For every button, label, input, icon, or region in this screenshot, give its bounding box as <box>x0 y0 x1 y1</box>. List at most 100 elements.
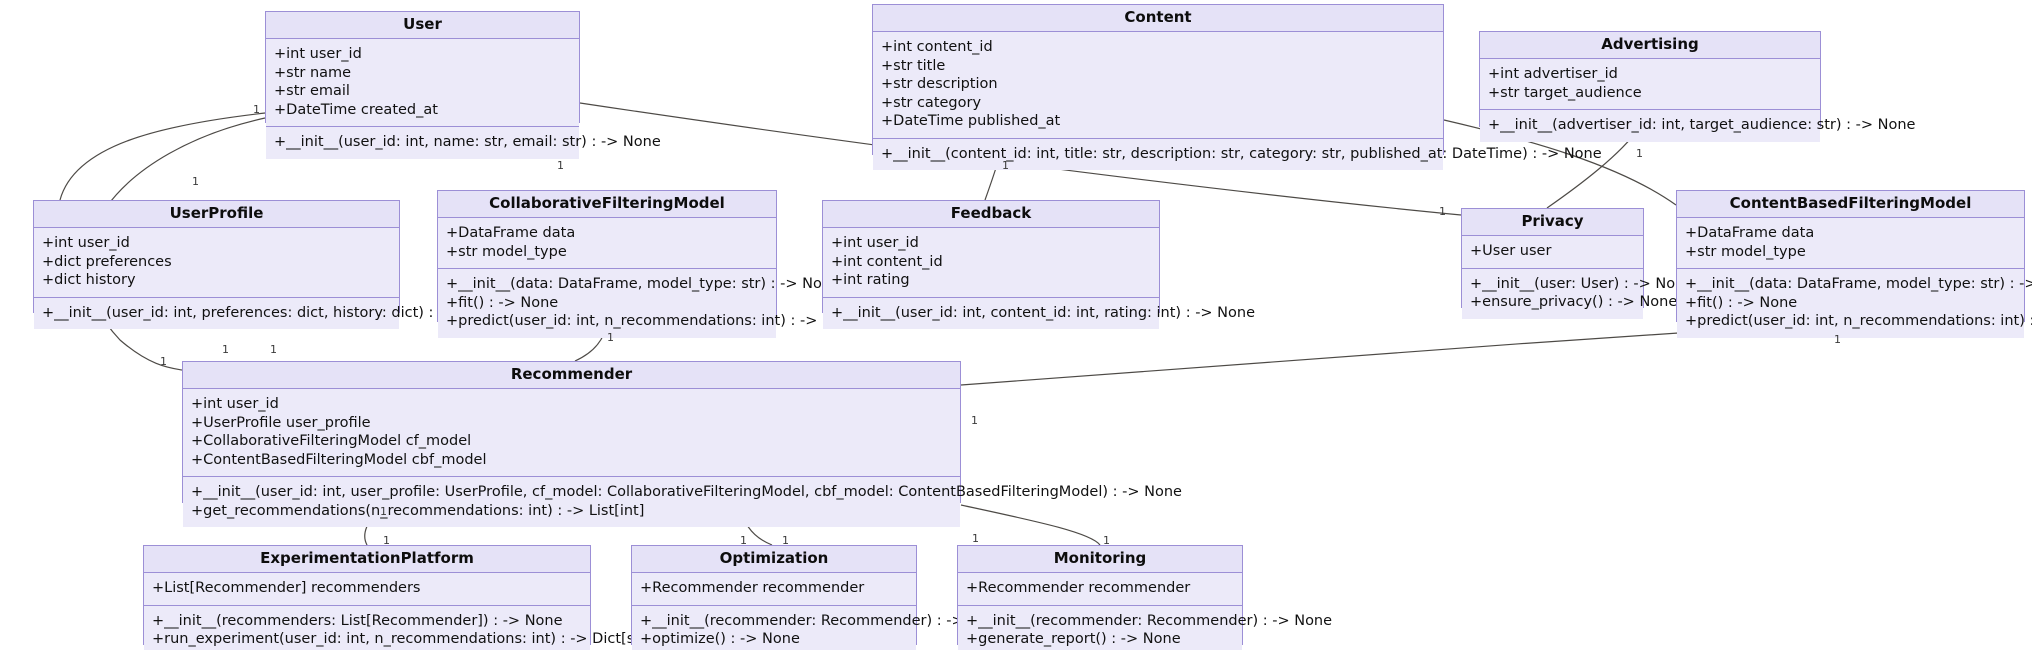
uml-attribute: +str target_audience <box>1488 84 1642 101</box>
uml-method: +__init__(user_id: int, user_profile: Us… <box>191 484 1182 501</box>
uml-attribute: +str category <box>881 94 982 111</box>
uml-class-name-advertising: Advertising <box>1480 32 1820 59</box>
uml-method: +__init__(content_id: int, title: str, d… <box>881 145 1602 162</box>
uml-method: +__init__(user_id: int, content_id: int,… <box>831 304 1256 321</box>
uml-attribute: +UserProfile user_profile <box>191 414 371 431</box>
uml-attribute: +str name <box>274 64 352 81</box>
multiplicity-label: 1 <box>192 175 199 188</box>
uml-attribute: +List[Recommender] recommenders <box>152 580 421 596</box>
uml-methods-content: +__init__(content_id: int, title: str, d… <box>873 137 1602 171</box>
multiplicity-label: 1 <box>1002 159 1009 172</box>
uml-method: +__init__(user_id: int, name: str, email… <box>274 134 661 151</box>
multiplicity-label: 1 <box>1439 205 1446 218</box>
uml-methods-optimization: +__init__(recommender: Recommender) : ->… <box>632 604 1007 650</box>
uml-attribute: +int user_id <box>831 235 919 251</box>
uml-attribute: +str model_type <box>446 243 567 260</box>
uml-methods-advertising: +__init__(advertiser_id: int, target_aud… <box>1480 109 1916 142</box>
uml-class-feedback[interactable]: Feedback+int user_id+int content_id+int … <box>822 200 1255 330</box>
uml-attributes-recommender: +int user_id+UserProfile user_profile+Co… <box>183 389 960 477</box>
uml-attribute: +dict preferences <box>42 253 172 270</box>
uml-method: +fit() : -> None <box>446 294 559 311</box>
edge-recommender-monitoring <box>960 504 1101 546</box>
uml-method: +__init__(advertiser_id: int, target_aud… <box>1488 117 1916 134</box>
multiplicity-label: 1 <box>782 534 789 547</box>
uml-attributes-experimentationplatform: +List[Recommender] recommenders <box>144 573 590 605</box>
uml-class-name-content: Content <box>873 5 1443 32</box>
uml-methods-monitoring: +__init__(recommender: Recommender) : ->… <box>958 604 1333 650</box>
uml-attributes-feedback: +int user_id+int content_id+int rating <box>823 228 1159 297</box>
uml-class-name-cbfmodel: ContentBasedFilteringModel <box>1677 191 2024 218</box>
multiplicity-label: 1 <box>607 331 614 344</box>
uml-attribute: +DateTime created_at <box>274 101 438 118</box>
multiplicity-label: 1 <box>1636 147 1643 160</box>
uml-method: +__init__(data: DataFrame, model_type: s… <box>1685 276 2032 293</box>
uml-method: +generate_report() : -> None <box>966 631 1181 648</box>
uml-attribute: +int user_id <box>42 235 130 251</box>
uml-attribute: +DataFrame data <box>1685 225 1815 241</box>
uml-method: +optimize() : -> None <box>640 631 800 648</box>
uml-attribute: +dict history <box>42 272 136 289</box>
uml-method: +__init__(recommenders: List[Recommender… <box>152 612 563 629</box>
uml-attributes-optimization: +Recommender recommender <box>632 573 916 605</box>
uml-attribute: +str email <box>274 83 350 100</box>
uml-class-userprofile[interactable]: UserProfile +int user_id +dict preferences… <box>33 200 498 330</box>
multiplicity-label: 1 <box>383 534 390 547</box>
uml-class-optimization[interactable]: Optimization+Recommender recommender+__i… <box>631 545 1006 650</box>
uml-method: +predict(user_id: int, n_recommendations… <box>446 313 878 330</box>
uml-method: +__init__(recommender: Recommender) : ->… <box>966 612 1333 629</box>
uml-method: +__init__(data: DataFrame, model_type: s… <box>446 276 840 293</box>
uml-methods-userprofile: +__init__(user_id: int, preferences: dic… <box>34 296 498 330</box>
uml-attribute: +str title <box>881 57 946 74</box>
uml-method: +predict(user_id: int, n_recommendations… <box>1685 313 2032 330</box>
uml-method: +__init__(user: User) : -> None <box>1470 275 1694 292</box>
uml-class-name-userprofile: UserProfile <box>34 201 399 228</box>
uml-class-advertising[interactable]: Advertising +int advertiser_id +str target… <box>1479 31 1915 142</box>
uml-attribute: +Recommender recommender <box>966 580 1191 596</box>
uml-attribute: +int content_id <box>881 39 993 55</box>
uml-class-monitoring[interactable]: Monitoring+Recommender recommender+__ini… <box>957 545 1332 650</box>
uml-attribute: +int advertiser_id <box>1488 66 1618 82</box>
uml-class-content[interactable]: Content +int content_id +str title +str des… <box>872 4 1602 171</box>
uml-attribute: +User user <box>1470 243 1552 259</box>
uml-attribute: +str model_type <box>1685 243 1806 260</box>
uml-attributes-privacy: +User user <box>1462 236 1643 268</box>
multiplicity-label: 1 <box>972 532 979 545</box>
uml-class-user[interactable]: User +int user_id +str name +str email+Date… <box>265 11 661 159</box>
uml-methods-cbfmodel: +__init__(data: DataFrame, model_type: s… <box>1677 268 2032 338</box>
uml-methods-user: +__init__(user_id: int, name: str, email… <box>266 126 661 159</box>
uml-methods-experimentationplatform: +__init__(recommenders: List[Recommender… <box>144 604 717 650</box>
uml-method: +run_experiment(user_id: int, n_recommen… <box>152 631 717 648</box>
uml-class-experimentationplatform[interactable]: ExperimentationPlatform +List[Recommender… <box>143 545 716 650</box>
uml-class-name-experimentationplatform: ExperimentationPlatform <box>144 546 590 573</box>
uml-attribute: +DataFrame data <box>446 225 576 241</box>
uml-method: +ensure_privacy() : -> None <box>1470 294 1678 311</box>
uml-class-cbfmodel[interactable]: ContentBasedFilteringModel +DataFrame dat… <box>1676 190 2032 338</box>
uml-attributes-monitoring: +Recommender recommender <box>958 573 1242 605</box>
uml-class-privacy[interactable]: Privacy +User user +__init__(user: User) :… <box>1461 208 1693 319</box>
uml-class-name-cfmodel: CollaborativeFilteringModel <box>438 191 776 218</box>
uml-class-name-feedback: Feedback <box>823 201 1159 228</box>
uml-class-cfmodel[interactable]: CollaborativeFilteringModel+DataFrame da… <box>437 190 878 338</box>
uml-attribute: +str description <box>881 76 998 93</box>
uml-class-name-privacy: Privacy <box>1462 209 1643 236</box>
uml-methods-privacy: +__init__(user: User) : -> None +ensure_p… <box>1462 267 1694 319</box>
uml-class-recommender[interactable]: Recommender+int user_id+UserProfile user… <box>182 361 1182 528</box>
multiplicity-label: 1 <box>380 505 387 518</box>
uml-attribute: +int user_id <box>274 46 362 62</box>
uml-methods-feedback: +__init__(user_id: int, content_id: int,… <box>823 296 1256 330</box>
uml-methods-cfmodel: +__init__(data: DataFrame, model_type: s… <box>438 268 878 338</box>
uml-class-name-user: User <box>266 12 579 39</box>
uml-attribute: +int rating <box>831 272 910 289</box>
uml-method: +__init__(recommender: Recommender) : ->… <box>640 612 1007 629</box>
uml-method: +fit() : -> None <box>1685 294 1798 311</box>
uml-attribute: +ContentBasedFilteringModel cbf_model <box>191 451 487 468</box>
uml-attributes-cfmodel: +DataFrame data +str model_type <box>438 218 776 269</box>
multiplicity-label: 1 <box>971 414 978 427</box>
uml-attributes-advertising: +int advertiser_id +str target_audience <box>1480 59 1820 110</box>
edge-user-userprofile <box>59 112 266 201</box>
uml-attributes-userprofile: +int user_id +dict preferences +dict histo… <box>34 228 399 297</box>
uml-method: +__init__(user_id: int, preferences: dic… <box>42 304 498 321</box>
uml-attributes-user: +int user_id +str name +str email+DateTime… <box>266 39 579 127</box>
uml-methods-recommender: +__init__(user_id: int, user_profile: Us… <box>183 476 1182 528</box>
